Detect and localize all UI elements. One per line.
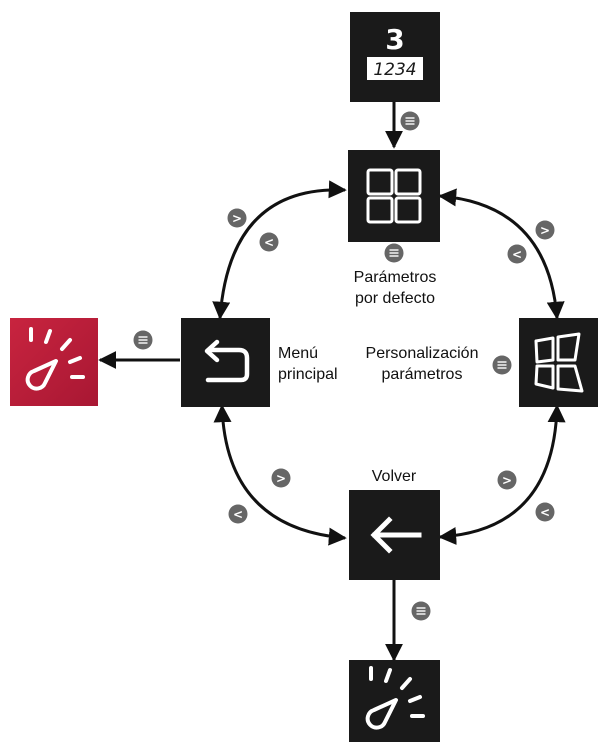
- profile-number-tile[interactable]: 3 1234: [350, 12, 440, 102]
- main-menu-label: Menú principal: [278, 345, 338, 383]
- prev-button[interactable]: <: [259, 232, 279, 252]
- grid-icon: [366, 168, 422, 224]
- svg-text:<: <: [540, 506, 550, 520]
- speedometer-icon: [365, 666, 425, 730]
- svg-text:<: <: [233, 508, 243, 522]
- default-params-tile[interactable]: [348, 150, 440, 242]
- svg-text:>: >: [232, 212, 242, 226]
- svg-text:>: >: [276, 472, 286, 486]
- windows-icon: [534, 332, 584, 393]
- back-label: Volver: [371, 468, 417, 485]
- connector-default-mainmenu: [212, 180, 347, 320]
- svg-text:>: >: [540, 224, 550, 238]
- back-tile[interactable]: [349, 490, 440, 580]
- menu-button[interactable]: [492, 355, 512, 375]
- profile-code: 1234: [373, 60, 416, 80]
- connector-personalize-back: [438, 404, 566, 545]
- menu-button[interactable]: [400, 111, 420, 131]
- return-arrow-icon: [204, 339, 250, 383]
- menu-button[interactable]: [133, 330, 153, 350]
- exit-gauge-tile[interactable]: [349, 660, 440, 742]
- next-button[interactable]: >: [227, 208, 247, 228]
- main-menu-tile[interactable]: [181, 318, 270, 407]
- left-arrow-icon: [370, 516, 422, 554]
- menu-button[interactable]: [411, 601, 431, 621]
- next-button[interactable]: >: [271, 468, 291, 488]
- svg-text:<: <: [264, 236, 274, 250]
- exit-gauge-tile-red[interactable]: [10, 318, 98, 406]
- personalize-label: Personalización parámetros: [365, 345, 479, 383]
- profile-number: 3: [385, 23, 404, 56]
- prev-button[interactable]: <: [228, 504, 248, 524]
- connector-default-personalize: [438, 188, 565, 320]
- connector-mainmenu-back: [213, 404, 347, 546]
- prev-button[interactable]: <: [535, 502, 555, 522]
- svg-text:<: <: [512, 248, 522, 262]
- menu-button[interactable]: [384, 243, 404, 263]
- next-button[interactable]: >: [535, 220, 555, 240]
- prev-button[interactable]: <: [507, 244, 527, 264]
- svg-text:>: >: [502, 474, 512, 488]
- default-params-label: Parámetros por defecto: [353, 269, 437, 307]
- personalize-tile[interactable]: [519, 318, 598, 407]
- next-button[interactable]: >: [497, 470, 517, 490]
- speedometer-icon: [25, 327, 85, 391]
